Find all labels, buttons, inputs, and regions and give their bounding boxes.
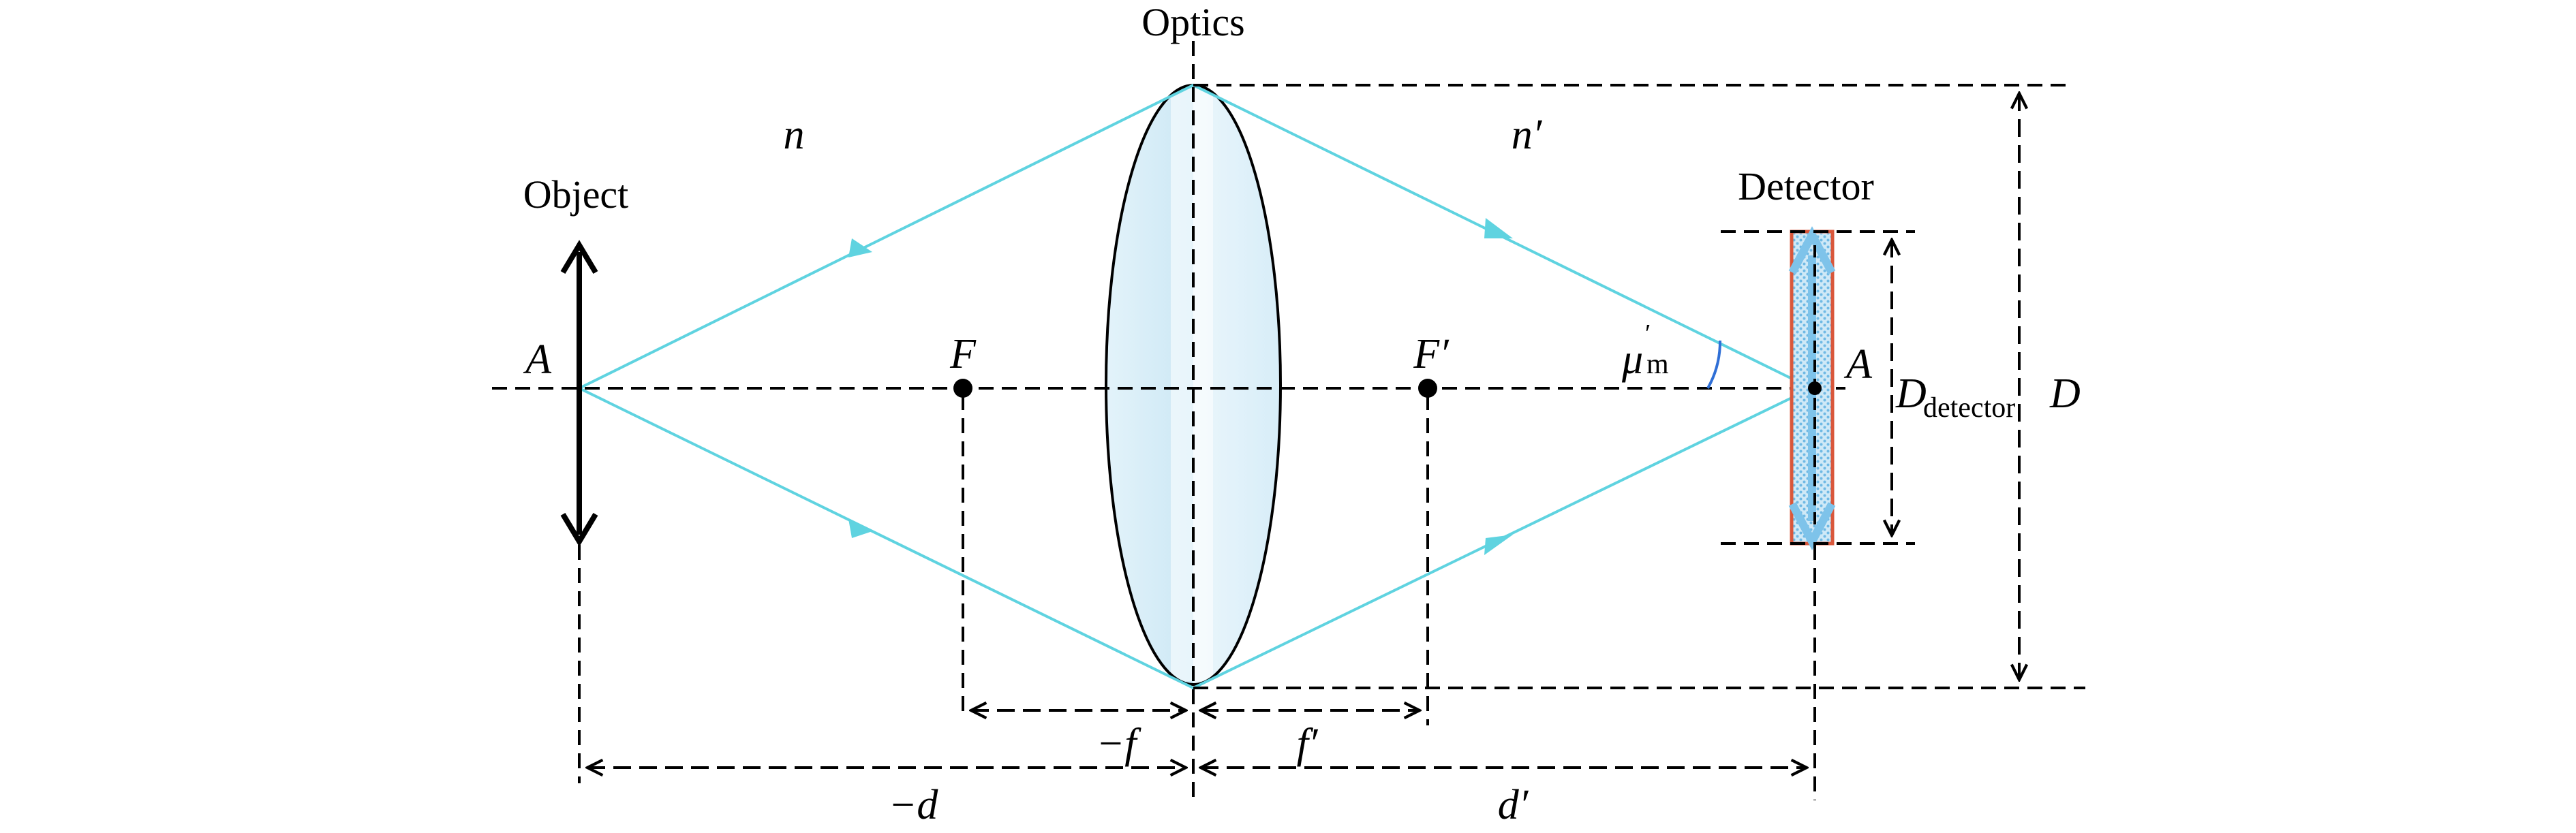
focal-point-F — [953, 379, 972, 398]
medium-n-label: n — [784, 112, 805, 158]
minus-d-label: −d — [889, 782, 939, 828]
minus-f-label: −f — [1096, 721, 1141, 767]
focal-F-prime-label: F′ — [1413, 331, 1450, 377]
focal-point-F-prime — [1418, 379, 1437, 398]
medium-n-prime-label: n′ — [1512, 112, 1543, 158]
ray-arrow-1 — [848, 238, 872, 257]
optics-label: Optics — [1141, 0, 1244, 44]
detector-label: Detector — [1738, 164, 1874, 208]
ray-arrow-3 — [1484, 218, 1513, 238]
svg-text:′: ′ — [1645, 319, 1651, 348]
svg-text:D: D — [1895, 371, 1927, 417]
image-point-A-label: A — [1843, 341, 1873, 388]
svg-text:μ: μ — [1621, 336, 1643, 383]
f-prime-label: f′ — [1297, 721, 1319, 767]
d-aperture-label: D — [2049, 371, 2081, 417]
lens — [1105, 84, 1282, 686]
d-detector-label: D detector — [1895, 371, 2015, 424]
ray-arrow-4 — [1484, 535, 1513, 555]
mu-m-prime-label: μ ′ m — [1621, 319, 1669, 383]
ray-arrow-2 — [848, 519, 872, 538]
svg-text:m: m — [1646, 349, 1669, 380]
svg-text:detector: detector — [1923, 392, 2015, 424]
angle-arc — [1706, 340, 1722, 389]
object-point-A-label: A — [523, 336, 552, 383]
image-point-A — [1808, 381, 1822, 395]
focal-F-label: F — [949, 331, 977, 377]
object-arrow — [560, 240, 598, 547]
d-prime-label: d′ — [1498, 782, 1529, 828]
object-label: Object — [523, 172, 629, 217]
